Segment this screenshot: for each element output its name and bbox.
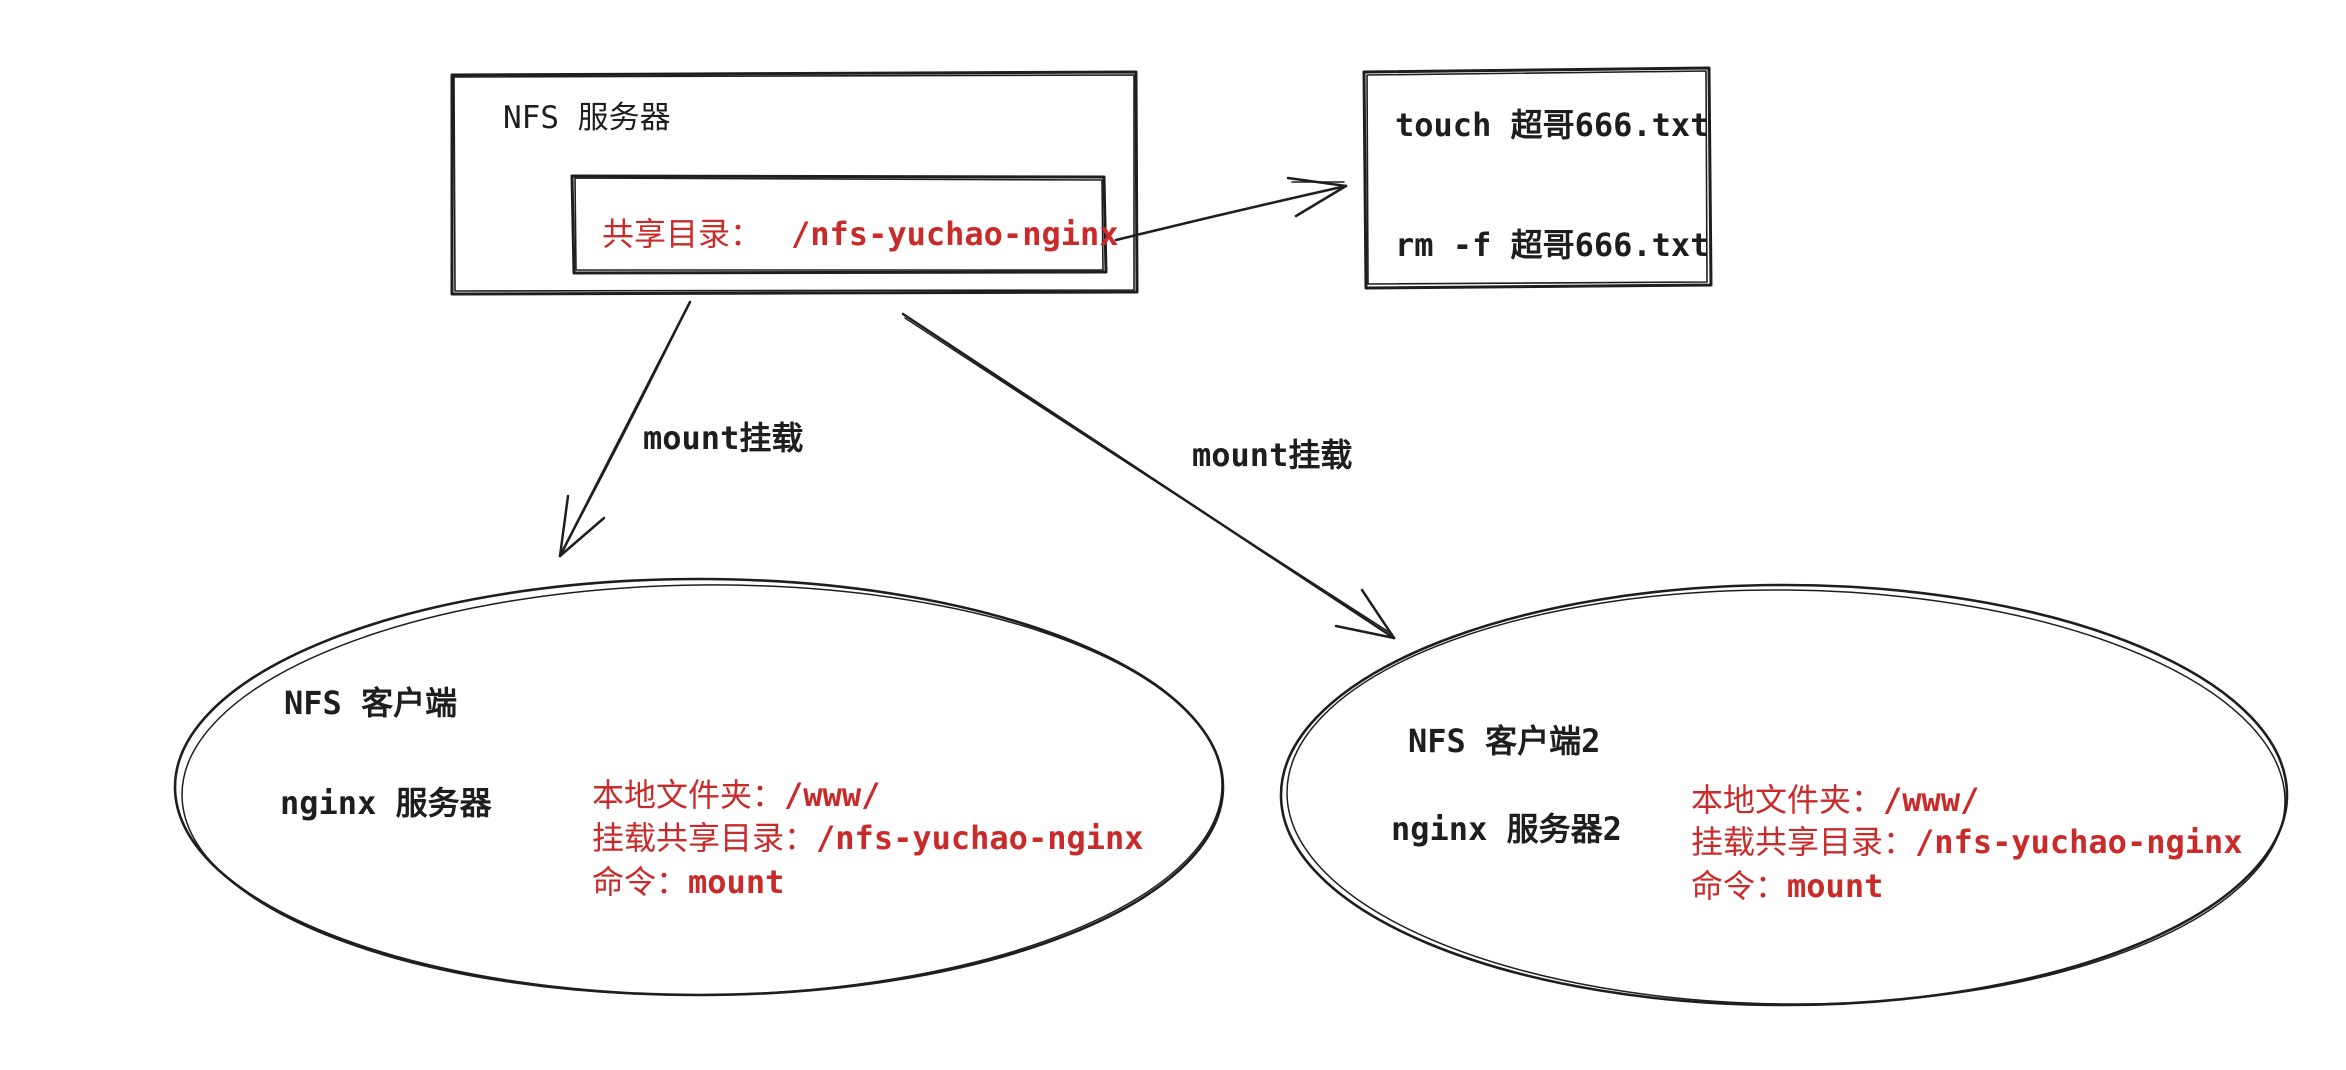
client1-command: 命令：mount: [592, 863, 784, 901]
nfs-client2-ellipse: NFS 客户端2 nginx 服务器2 本地文件夹：/www/ 挂载共享目录：/…: [1279, 583, 2289, 1007]
nfs-server-box: NFS 服务器: [450, 70, 1139, 296]
client2-title: NFS 客户端2: [1408, 722, 1600, 760]
server-to-client1-arrow: mount挂载: [558, 300, 803, 558]
touch-command: touch 超哥666.txt: [1395, 106, 1709, 144]
client2-mount-dir: 挂载共享目录：/nfs-yuchao-nginx: [1691, 823, 2243, 861]
share-directory-path: /nfs-yuchao-nginx: [791, 215, 1119, 253]
client2-subtitle: nginx 服务器2: [1391, 810, 1622, 848]
nfs-server-title: NFS 服务器: [503, 100, 671, 136]
client2-command: 命令：mount: [1691, 867, 1883, 905]
share-directory-label: 共享目录：: [602, 215, 762, 253]
client2-local-dir: 本地文件夹：/www/: [1691, 781, 1979, 819]
share-directory-box: 共享目录： /nfs-yuchao-nginx: [570, 174, 1119, 275]
nfs-client1-ellipse: NFS 客户端 nginx 服务器 本地文件夹：/www/ 挂载共享目录：/nf…: [173, 577, 1225, 997]
commands-box: touch 超哥666.txt rm -f 超哥666.txt: [1362, 66, 1713, 290]
client1-local-dir: 本地文件夹：/www/: [592, 776, 880, 814]
client1-mount-dir: 挂载共享目录：/nfs-yuchao-nginx: [592, 819, 1144, 857]
client1-subtitle: nginx 服务器: [280, 784, 493, 822]
share-to-commands-arrow: [1114, 176, 1348, 242]
server-to-client2-arrow: mount挂载: [901, 312, 1396, 640]
mount-label-left: mount挂载: [643, 419, 803, 457]
rm-command: rm -f 超哥666.txt: [1395, 226, 1709, 264]
mount-label-right: mount挂载: [1192, 436, 1352, 474]
client1-title: NFS 客户端: [284, 684, 457, 722]
